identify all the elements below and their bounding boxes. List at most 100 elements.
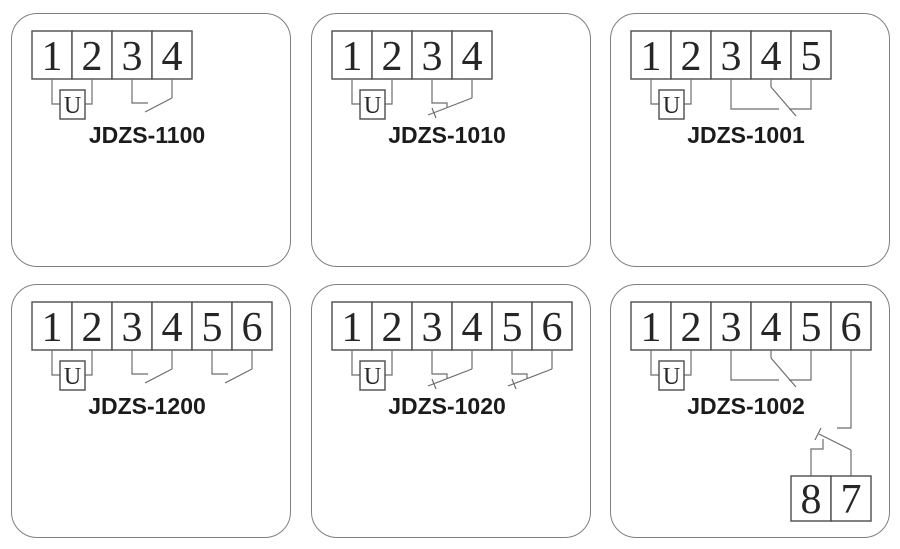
terminal-cell [151,30,193,80]
terminal-number: 2 [82,305,103,351]
changeover-blade [770,357,797,388]
lower-contact-blade [818,433,852,451]
terminal-cell [331,30,373,80]
contact-blade-open [224,368,253,384]
terminal-cell [111,30,153,80]
changeover-right-post [789,79,812,110]
coil-wire-left [351,350,360,376]
terminal-cell [31,301,73,351]
terminal-number: 3 [721,34,742,80]
contact-fixed-post [211,350,228,375]
contact-fixed-post [431,350,448,378]
terminal-cell [411,301,453,351]
terminal-number: 1 [42,34,63,80]
lead-from-terminal-8 [810,439,824,476]
terminal-number: 2 [382,34,403,80]
u-label: U [64,93,81,119]
contact-tick [431,107,437,119]
terminal-number: 1 [342,305,363,351]
u-label: U [663,93,680,119]
model-label: JDZS-1002 [687,393,805,419]
contact-fixed-post [431,79,448,107]
model-label: JDZS-1001 [687,122,805,148]
terminal-number: 3 [422,305,443,351]
terminal-number: 2 [681,305,702,351]
terminal-number: 4 [462,305,483,351]
u-box [59,89,86,120]
terminal-number: 2 [82,34,103,80]
terminal-number: 7 [841,477,862,523]
model-label: JDZS-1100 [88,122,206,148]
contact-fixed-post [131,79,148,104]
coil-wire-right [684,350,692,376]
contact-fixed-post [511,350,528,378]
contact-fixed-post [131,350,148,375]
terminal-number: 4 [761,34,782,80]
u-label: U [663,364,680,390]
changeover-left-post [730,79,779,110]
coil-wire-left [51,79,60,105]
contact-blade-open [144,97,173,113]
u-box [658,360,685,391]
terminal-number: 2 [681,34,702,80]
terminal-cell [790,30,832,80]
model-label: JDZS-1020 [388,393,506,419]
terminal-number: 4 [462,34,483,80]
terminal-number: 4 [162,305,183,351]
contact-blade-closed [507,368,553,387]
terminal-number: 2 [382,305,403,351]
coil-wire-left [650,350,659,376]
terminal-number: 1 [641,34,662,80]
terminal-cell [790,475,832,522]
terminal-cell [750,30,792,80]
terminal-number: 1 [42,305,63,351]
contact-blade-closed [427,368,473,387]
terminal-cell [790,301,832,351]
u-label: U [64,364,81,390]
terminal-number: 4 [162,34,183,80]
terminal-number: 6 [841,305,862,351]
terminal-number: 3 [422,34,443,80]
terminal-cell [710,301,752,351]
coil-wire-right [684,79,692,105]
u-label: U [364,364,381,390]
u-box [59,360,86,391]
coil-wire-right [85,350,93,376]
model-label: JDZS-1200 [88,393,206,419]
terminal-number: 3 [721,305,742,351]
coil-wire-left [650,79,659,105]
contact-blade-open [144,368,173,384]
terminal-number: 5 [801,34,822,80]
terminal-number: 6 [242,305,263,351]
changeover-left-post [730,350,779,381]
u-box [359,89,386,120]
terminal-cell [830,475,872,522]
terminal-cell [31,30,73,80]
terminal-number: 3 [122,305,143,351]
terminal-number: 5 [801,305,822,351]
model-label: JDZS-1010 [388,122,506,148]
terminal-cell [331,301,373,351]
u-box [359,360,386,391]
changeover-right-post [789,350,812,381]
coil-wire-left [51,350,60,376]
terminal-cell [710,30,752,80]
terminal-cell [630,301,672,351]
lower-contact-tick [814,427,822,441]
u-label: U [364,93,381,119]
contact-blade-closed [427,97,473,116]
contact-tick [511,378,517,390]
terminal-cell [451,30,493,80]
terminal-number: 1 [342,34,363,80]
terminal-number: 6 [542,305,563,351]
coil-wire-right [385,79,393,105]
